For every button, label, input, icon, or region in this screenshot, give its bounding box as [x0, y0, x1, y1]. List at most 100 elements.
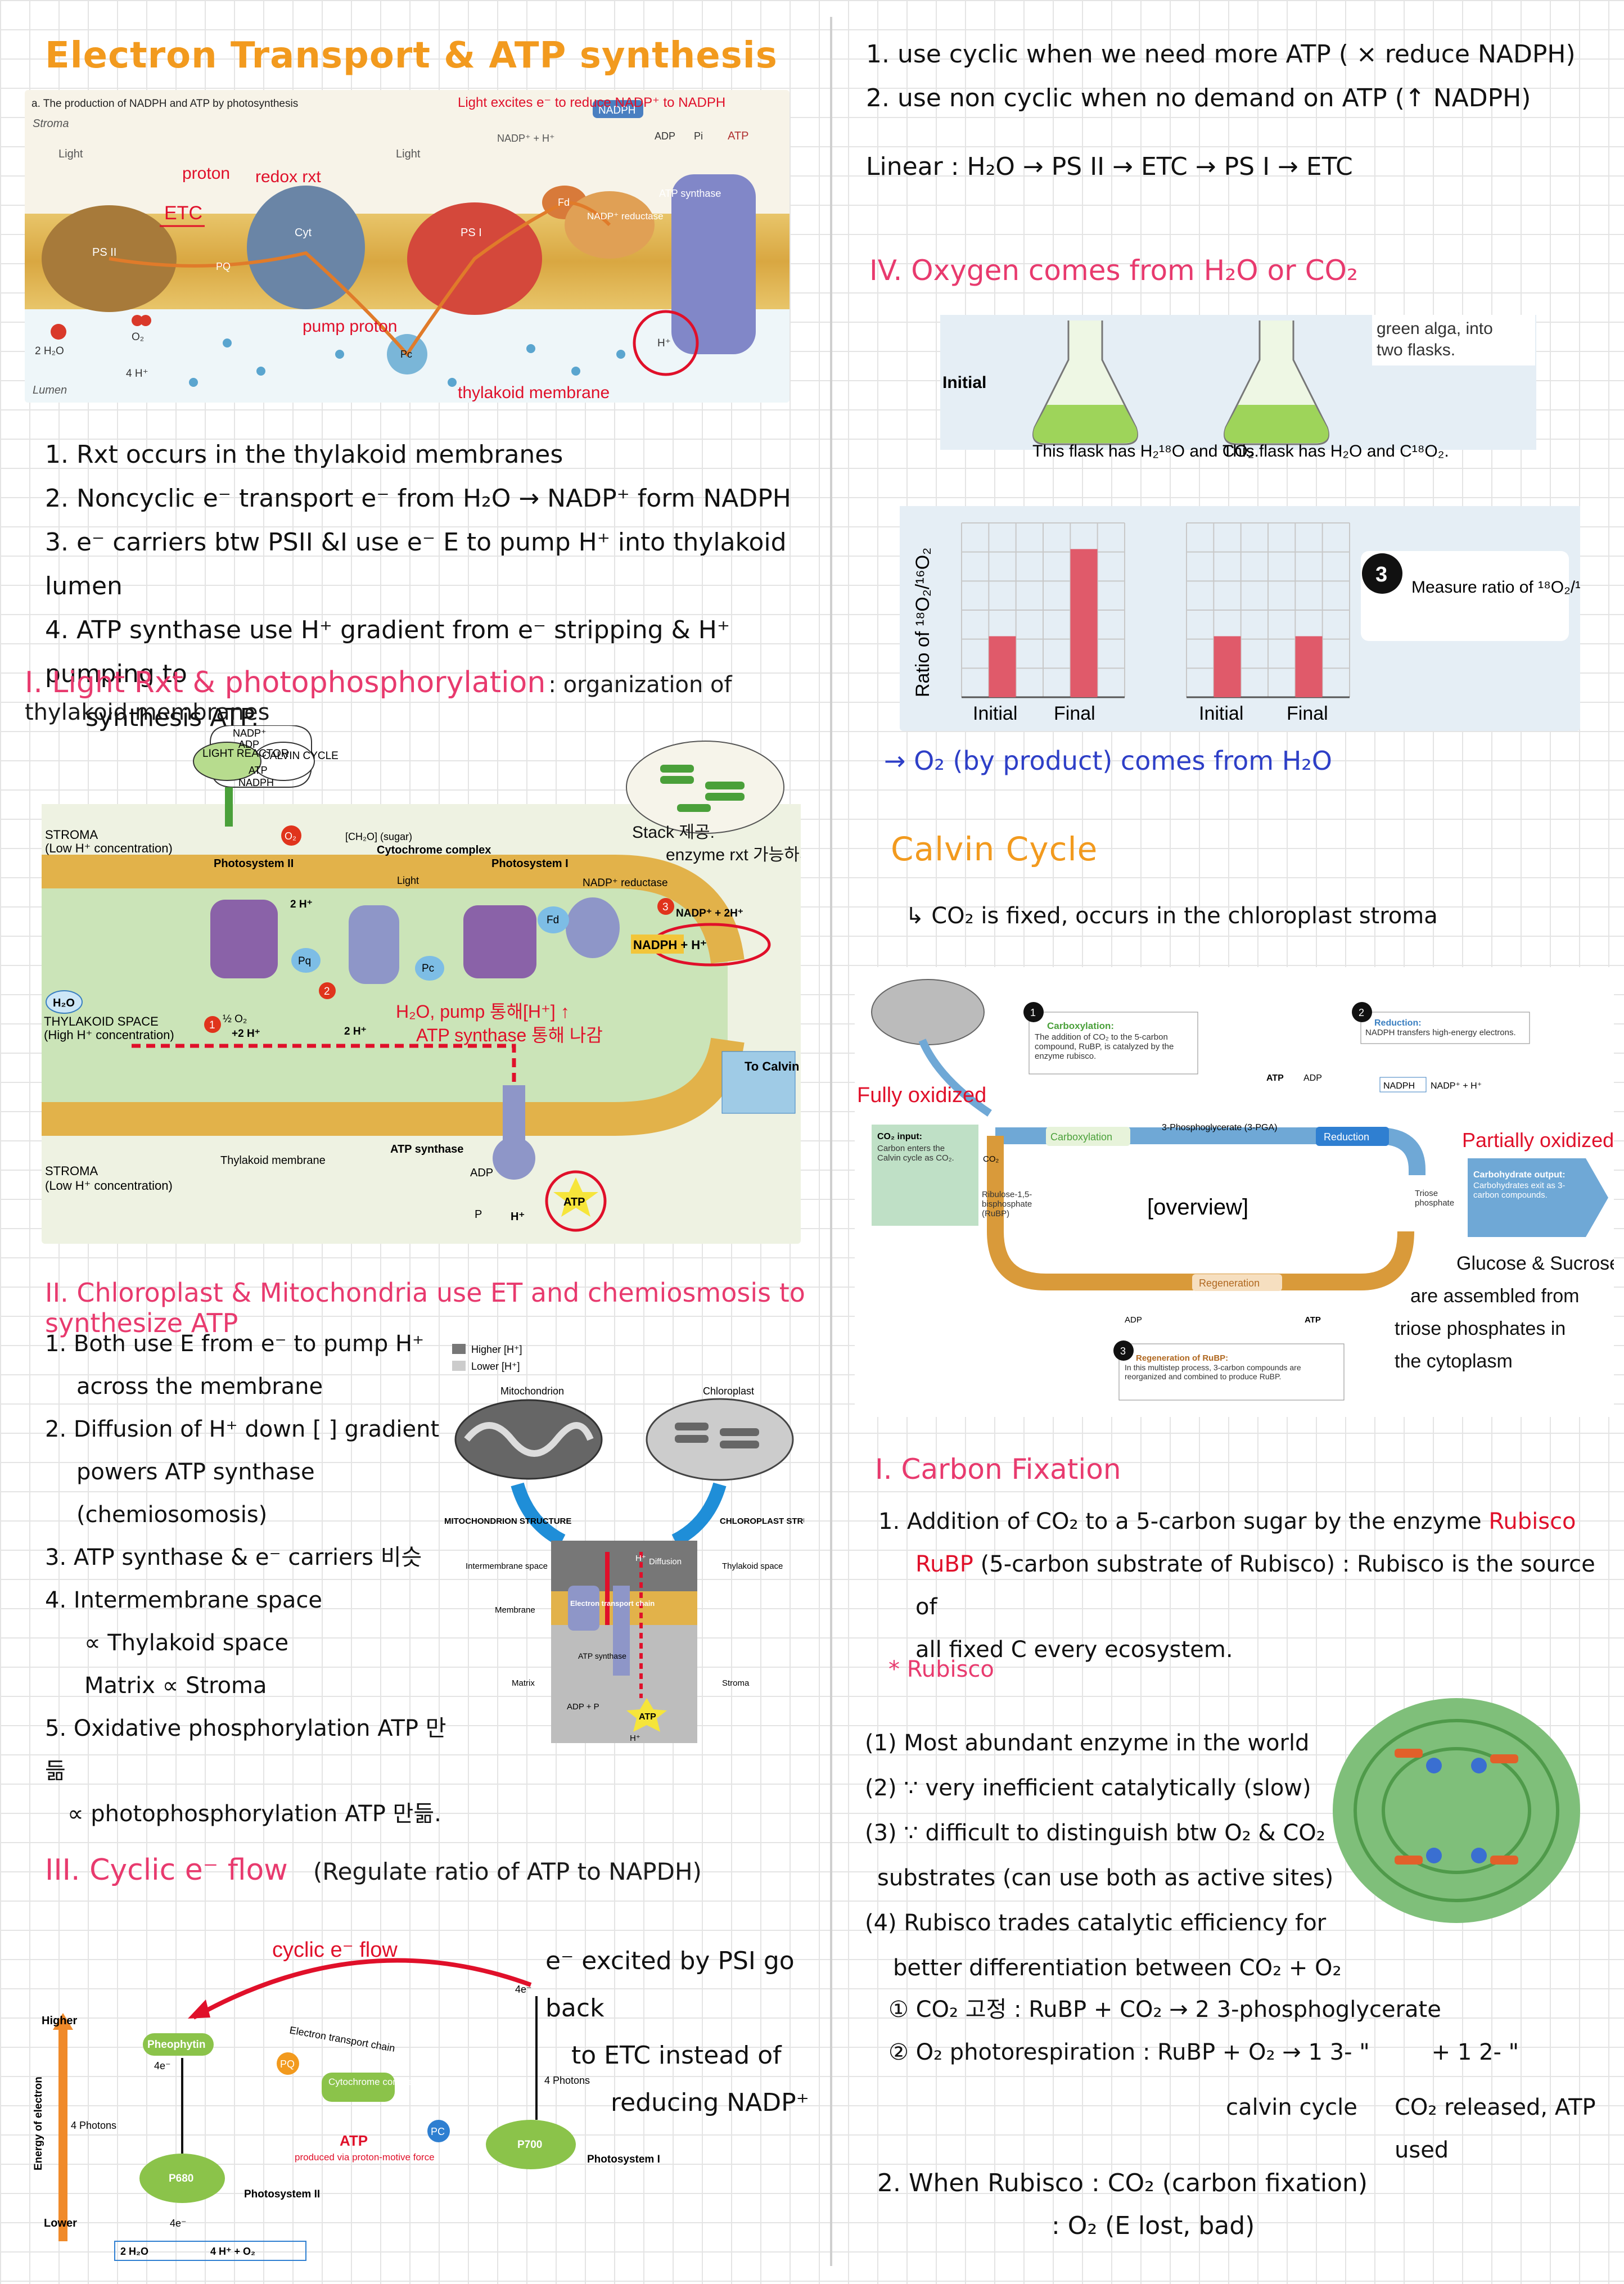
- nadp-reductase-label-b: NADP⁺ reductase: [583, 877, 668, 889]
- co2-label-f: CO₂: [983, 1154, 999, 1164]
- regeneration-arrow-label: Regeneration: [1199, 1278, 1260, 1289]
- note-stack: Stack 제공.: [632, 823, 715, 842]
- two-h-label-2: 2 H⁺: [344, 1026, 367, 1037]
- thylakoid-space-label-c: Thylakoid space: [722, 1561, 783, 1571]
- products-label-d: 4 H⁺ + O₂: [210, 2246, 255, 2257]
- list-item: 2. Diffusion of H⁺ down [ ] gradient: [45, 1416, 440, 1442]
- rubisco-list: (1) Most abundant enzyme in the world (2…: [865, 1721, 1371, 1990]
- nadp-label-f: NADP⁺ + H⁺: [1431, 1081, 1482, 1091]
- list-item: across the membrane: [76, 1374, 323, 1400]
- atp-label: ATP: [728, 130, 748, 142]
- light-label-2: Light: [396, 148, 421, 160]
- pc-label: Pc: [400, 349, 412, 360]
- calvin-cycle-label: CALVIN CYCLE: [262, 750, 339, 762]
- atp-label-f: ATP: [1266, 1073, 1284, 1083]
- half-o2-label: ½ O₂: [223, 1013, 247, 1025]
- bar-final: [1070, 549, 1098, 697]
- adp-top-label: ADP: [238, 739, 259, 750]
- linear-flow: Linear : H₂O → PS II → ETC → PS I → ETC: [866, 152, 1353, 181]
- reduction-text: NADPH transfers high-energy electrons.: [1365, 1028, 1516, 1037]
- stroma-label: Stroma: [33, 118, 69, 130]
- fd-label-b: Fd: [547, 914, 559, 926]
- bar-final: [1295, 636, 1323, 697]
- diffusion-label: Diffusion: [649, 1557, 682, 1567]
- step-1-badge: 1: [1030, 1007, 1036, 1018]
- step-3-badge-f: 3: [1120, 1346, 1126, 1357]
- cytochrome-label-d: Cytochrome complex: [328, 2077, 418, 2087]
- equation-o2: ② O₂ photorespiration : RuBP + O₂ → 1 3-…: [888, 2039, 1519, 2065]
- p-label-b: P: [475, 1208, 482, 1221]
- carboxylation-title: Carboxylation:: [1047, 1021, 1114, 1031]
- mito-label: Mitochondrion: [500, 1385, 564, 1397]
- list-item: better differentiation between CO₂ + O₂: [893, 1955, 1342, 1981]
- section-4-title: IV. Oxygen comes from H₂O or CO₂: [869, 254, 1358, 287]
- when-rubisco-co2: 2. When Rubisco : CO₂ (carbon fixation): [877, 2169, 1368, 2197]
- note-pump-proton: pump proton: [303, 317, 397, 336]
- thylakoid-membrane-label: Thylakoid membrane: [220, 1154, 326, 1167]
- carbon-fixation-list: 1. Addition of CO₂ to a 5-carbon sugar b…: [878, 1500, 1609, 1671]
- etc-label-d: Electron transport chain: [288, 2024, 396, 2054]
- cyclic-usage-list: 1. use cyclic when we need more ATP ( × …: [866, 33, 1608, 120]
- adp-label-f: ADP: [1303, 1073, 1322, 1083]
- water-label-d: 2 H₂O: [120, 2246, 148, 2257]
- list-item: 1. Rxt occurs in the thylakoid membranes: [45, 440, 563, 469]
- note-line: to ETC instead of: [571, 2041, 782, 2070]
- note-light-excites: Light excites e⁻ to reduce NADP⁺ to NADP…: [458, 95, 725, 110]
- fd-label: Fd: [558, 197, 570, 208]
- nadph-label-f: NADPH: [1383, 1081, 1415, 1091]
- pi-label: Pi: [694, 130, 703, 142]
- cyclic-note: e⁻ excited by PSI go back to ETC instead…: [545, 1938, 827, 2127]
- triose-label: Triose phosphate: [1415, 1189, 1455, 1208]
- note-etc: ETC: [164, 202, 202, 224]
- x-final-1: Final: [1054, 703, 1095, 724]
- figure-calvin-cycle: 1 Carboxylation: The addition of CO₂ to …: [855, 967, 1614, 1417]
- reduction-arrow-label: Reduction: [1324, 1131, 1369, 1143]
- photosystem-ii-label-d: Photosystem II: [244, 2188, 320, 2200]
- intermembrane-label: Intermembrane space: [466, 1561, 548, 1571]
- section-1-title: I. Light Rxt & photophosphorylation: [25, 666, 546, 699]
- list-item: 2. Noncyclic e⁻ transport e⁻ from H₂O → …: [45, 484, 791, 513]
- co2-input-text: Carbon enters the Calvin cycle as CO₂.: [877, 1144, 954, 1163]
- stroma-bot-sub: (Low H⁺ concentration): [45, 1179, 173, 1193]
- nadph-top-label: NADPH: [238, 777, 274, 788]
- membrane-label: Membrane: [495, 1605, 535, 1615]
- chemiosmosis-list: 1. Both use E from e⁻ to pump H⁺ across …: [45, 1322, 450, 1835]
- bar-initial: [1214, 636, 1241, 697]
- cytochrome-label: Cytochrome complex: [377, 844, 491, 856]
- stroma-bot-label: STROMA: [45, 1164, 98, 1178]
- atp-top-label: ATP: [249, 765, 268, 776]
- calvin-cycle-title: Calvin Cycle: [891, 830, 1098, 868]
- atp-synthase-complex: [671, 174, 756, 354]
- nadp-2h-label: NADP⁺ + 2H⁺: [676, 908, 743, 919]
- carboxylation-text: The addition of CO₂ to the 5-carbon comp…: [1035, 1032, 1174, 1061]
- section-1-heading: I. Light Rxt & photophosphorylation : or…: [25, 666, 823, 725]
- chart-ylabel: Ratio of ¹⁸O₂/¹⁶O₂: [912, 548, 933, 697]
- p700-label: P700: [517, 2139, 542, 2151]
- equation-co2: ① CO₂ 고정 : RuBP + CO₂ → 2 3-phosphoglyce…: [888, 1997, 1441, 2023]
- legend-higher: Higher [H⁺]: [471, 1344, 522, 1355]
- pheophytin-label: Pheophytin: [147, 2039, 205, 2051]
- lower-label: Lower: [44, 2217, 77, 2229]
- h-label-b: H⁺: [511, 1211, 525, 1223]
- list-item: RuBP (5-carbon substrate of Rubisco) : R…: [915, 1551, 1595, 1620]
- list-item: 1. Both use E from e⁻ to pump H⁺: [45, 1331, 425, 1357]
- two-h-label: 2 H⁺: [290, 899, 313, 910]
- photons-label-1: 4 Photons: [71, 2120, 116, 2131]
- h-label-c1: H⁺: [635, 1554, 646, 1563]
- flask-2-label: This flask has H₂O and C¹⁸O₂.: [1222, 442, 1449, 461]
- calvin-cycle-arrow-label: calvin cycle: [1226, 2095, 1357, 2120]
- photosystem-ii-label: Photosystem II: [214, 857, 294, 870]
- step-3-badge: 3: [1375, 563, 1387, 586]
- section-3-heading: III. Cyclic e⁻ flow (Regulate ratio of A…: [45, 1853, 702, 1887]
- list-item: 1. use cyclic when we need more ATP ( × …: [866, 40, 1576, 69]
- ch2o-label: [CH₂O] (sugar): [345, 831, 412, 842]
- list-item: 1. Addition of CO₂ to a 5-carbon sugar b…: [878, 1509, 1576, 1534]
- list-item: ∝ Thylakoid space: [84, 1630, 289, 1656]
- psii-label: PS II: [92, 246, 116, 259]
- o2-label: O₂: [132, 331, 144, 343]
- note-fully-oxidized: Fully oxidized: [857, 1084, 986, 1107]
- list-item: 2. use non cyclic when no demand on ATP …: [866, 84, 1531, 112]
- adp-p-label: ADP + P: [567, 1702, 599, 1712]
- light-label-1: Light: [58, 148, 83, 160]
- carboxylation-arrow-label: Carboxylation: [1050, 1131, 1112, 1143]
